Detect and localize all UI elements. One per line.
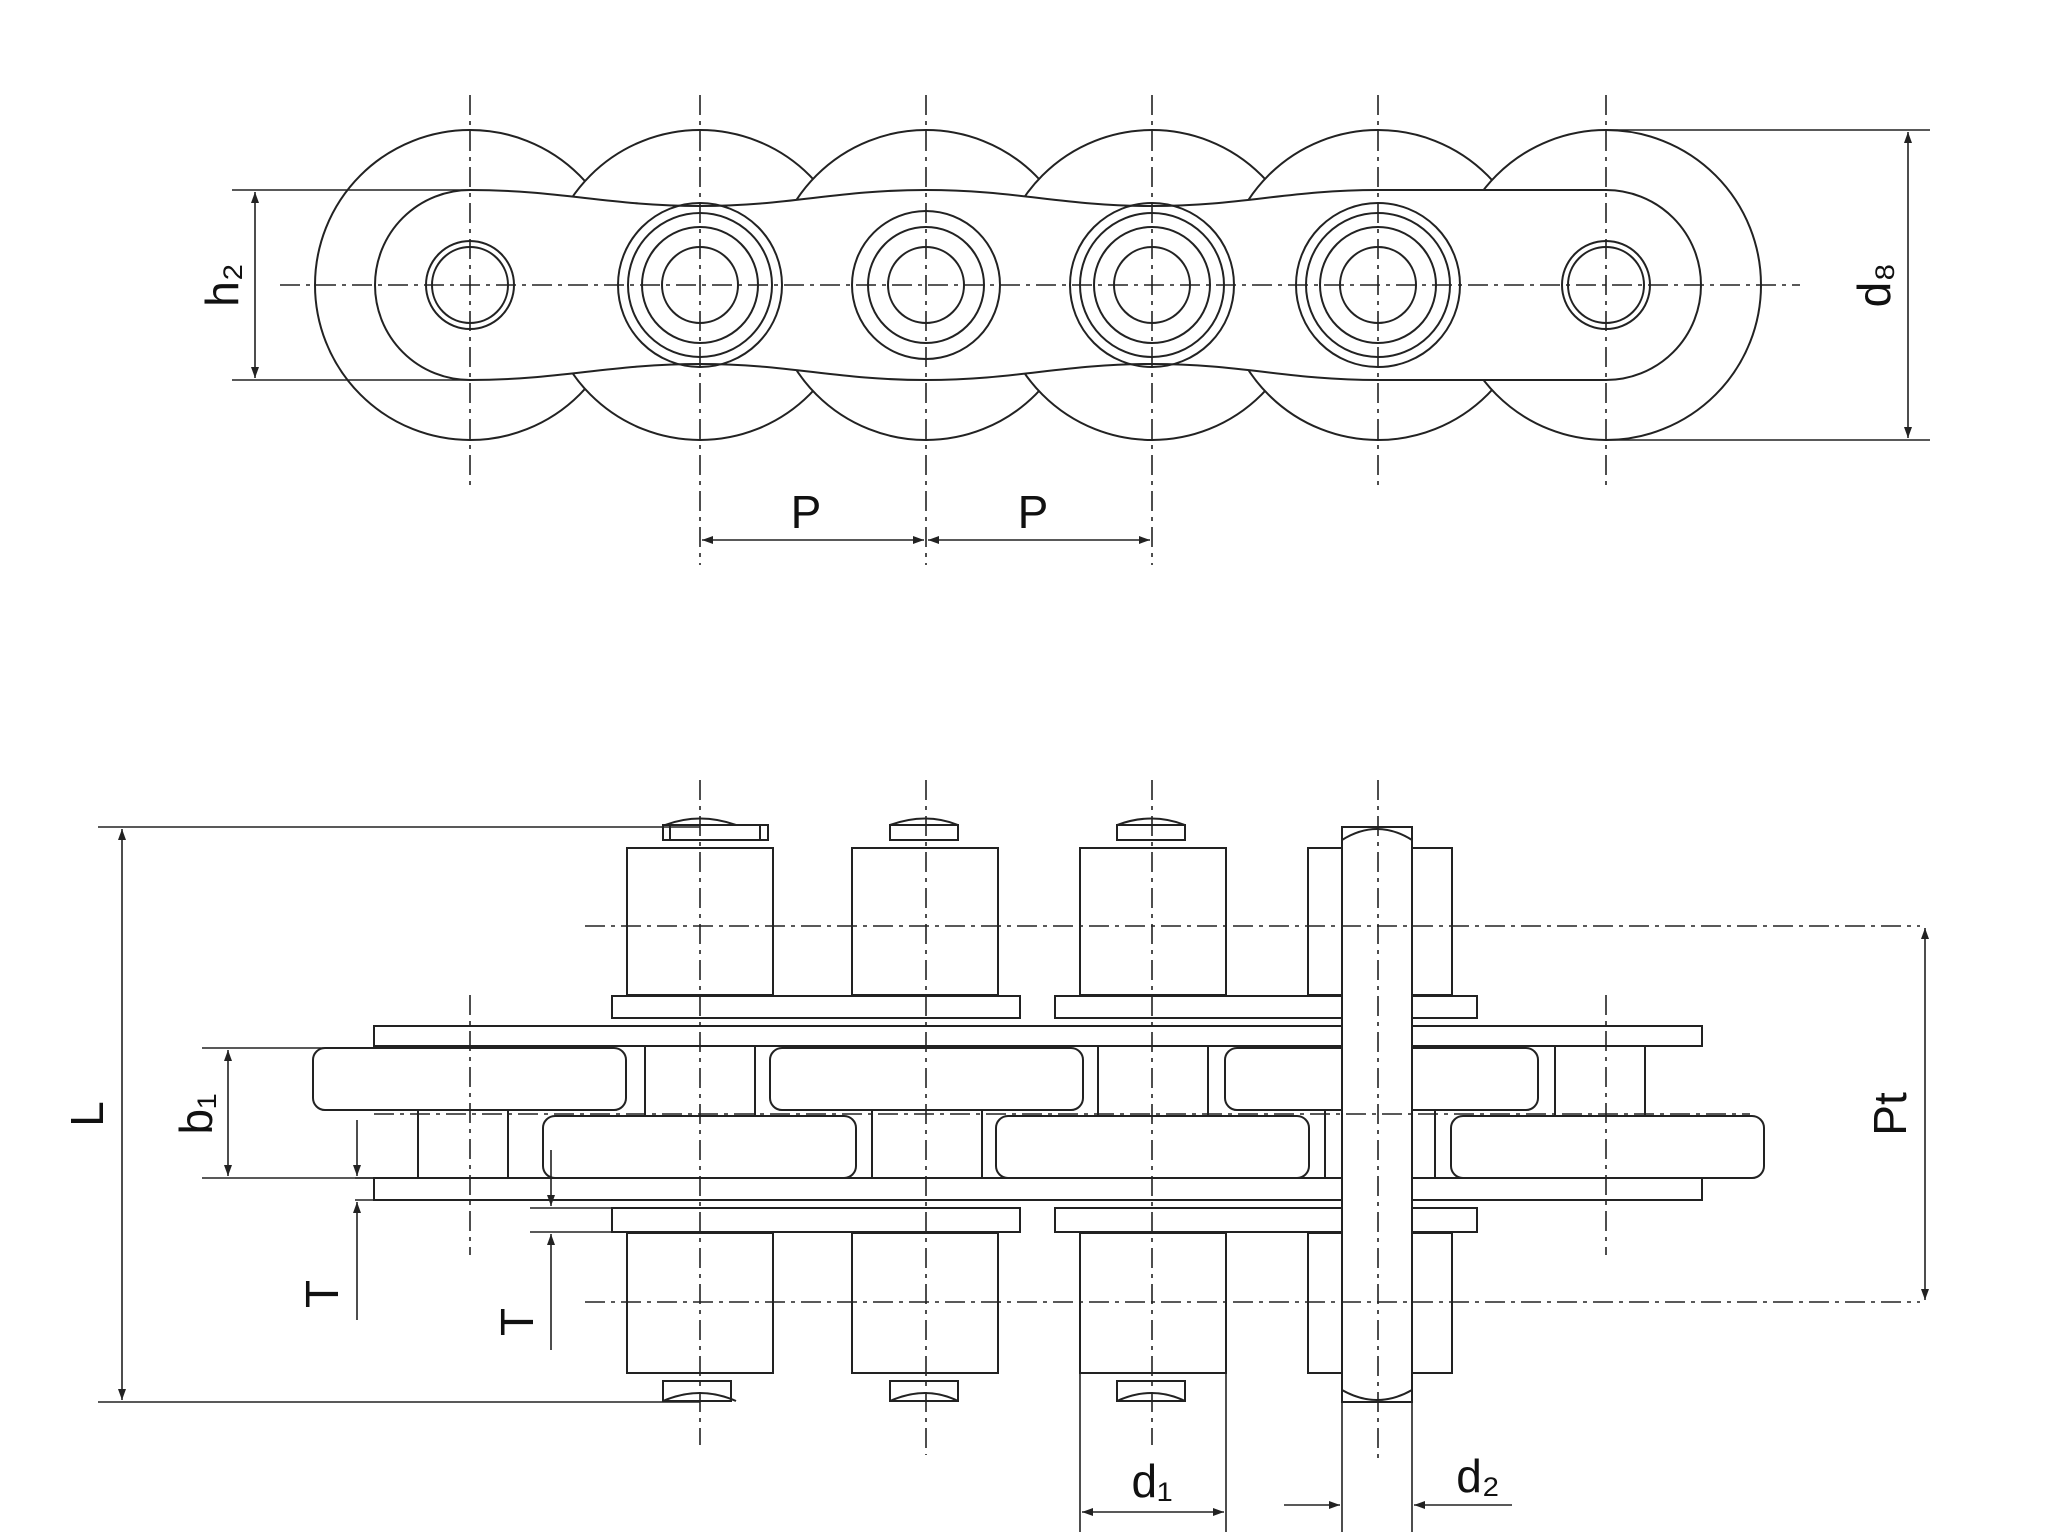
dim-d2: d₂	[1284, 1402, 1512, 1532]
dim-h2: h₂	[196, 189, 470, 381]
label-h2: h₂	[196, 263, 248, 306]
dim-T-inner: T	[491, 1150, 612, 1350]
label-d2: d₂	[1456, 1450, 1499, 1502]
label-t1: T	[296, 1280, 348, 1308]
dim-d8: d₈	[1606, 129, 1930, 441]
dim-L: L	[61, 826, 700, 1403]
label-p1: P	[791, 486, 822, 538]
label-d1: d₁	[1131, 1455, 1172, 1507]
dim-Pt: Pt	[1864, 928, 1929, 1300]
rollers-row-2	[542, 1115, 1765, 1179]
label-pt: Pt	[1864, 1092, 1916, 1136]
label-d8: d₈	[1848, 263, 1900, 308]
pins-upper	[626, 817, 1453, 996]
center-lines-top	[280, 95, 1800, 565]
dim-T-outer: T	[296, 1120, 430, 1320]
label-b1: b₁	[170, 1093, 222, 1134]
dim-d1: d₁	[1079, 1373, 1227, 1532]
side-view: h₂ d₈ P P	[196, 95, 1930, 565]
center-lines-bottom	[374, 780, 1920, 1458]
pins-lower	[626, 1232, 1453, 1402]
label-p2: P	[1018, 486, 1049, 538]
outer-plates	[611, 995, 1478, 1233]
top-view: L b₁ T T Pt	[61, 780, 1929, 1532]
label-L: L	[61, 1101, 113, 1127]
dim-pitch: P P	[702, 486, 1150, 544]
label-t2: T	[491, 1308, 543, 1336]
